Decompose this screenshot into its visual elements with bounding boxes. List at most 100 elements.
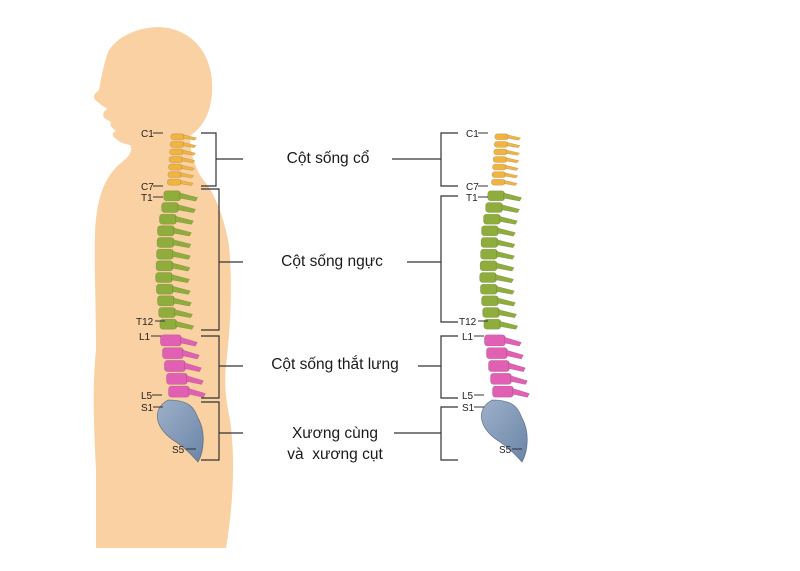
label-l5-right: L5 <box>462 391 474 402</box>
vertebra-thoracic-5-left <box>156 237 175 248</box>
process-thoracic-8-left <box>171 274 190 284</box>
vertebra-cervical-3-left <box>169 148 184 156</box>
vertebra-lumbar-1-left <box>160 334 182 347</box>
vertebra-lumbar-4-left <box>166 372 188 385</box>
vertebra-thoracic-8-right <box>479 272 497 283</box>
process-lumbar-2-left <box>182 349 200 360</box>
label-c1-left: C1 <box>141 129 154 140</box>
process-thoracic-3-left <box>175 215 194 225</box>
region-label-cervical-line1: Cột sống cổ <box>286 150 370 167</box>
label-s1-left: S1 <box>141 403 154 414</box>
region-label-sacral: Xương cùng và xương cụt <box>272 423 398 465</box>
sacrum-coccyx-left <box>156 399 204 463</box>
vertebra-lumbar-1-right <box>484 334 506 347</box>
process-thoracic-12-right <box>499 320 519 330</box>
vertebra-lumbar-5-right <box>492 385 514 398</box>
bracket-cervical-right <box>392 132 458 187</box>
process-lumbar-2-right <box>506 349 524 360</box>
process-thoracic-4-right <box>497 227 516 237</box>
process-lumbar-1-right <box>504 336 522 347</box>
vertebra-thoracic-1-right <box>487 190 506 202</box>
label-s5-right: S5 <box>499 445 512 456</box>
process-thoracic-10-left <box>173 297 192 307</box>
process-lumbar-4-left <box>186 375 204 385</box>
vertebra-thoracic-9-right <box>480 283 498 295</box>
vertebra-thoracic-10-left <box>157 295 175 307</box>
process-thoracic-5-left <box>172 239 192 249</box>
vertebra-cervical-7-right <box>490 178 506 186</box>
label-l5-left: L5 <box>141 391 153 402</box>
spine-right <box>479 133 530 463</box>
process-cervical-7-left <box>180 180 194 186</box>
vertebra-thoracic-7-left <box>155 260 174 272</box>
region-label-cervical: Cột sống cổ <box>275 148 381 169</box>
process-thoracic-6-right <box>496 250 515 260</box>
right-vertebra-labels: C1 C7 T1 T12 L1 L5 S1 S5 <box>459 129 522 456</box>
process-thoracic-9-right <box>496 285 515 295</box>
bracket-lumbar-left <box>201 335 243 399</box>
process-cervical-2-left <box>182 142 197 149</box>
vertebra-thoracic-9-left <box>156 283 174 295</box>
process-thoracic-1-right <box>503 192 523 202</box>
process-thoracic-6-left <box>172 250 191 260</box>
vertebra-thoracic-7-right <box>479 260 498 272</box>
bracket-cervical-left <box>201 132 243 187</box>
sacrum-coccyx-right <box>480 399 528 463</box>
vertebra-thoracic-8-left <box>155 272 173 283</box>
vertebra-thoracic-3-left <box>159 213 177 225</box>
process-thoracic-11-right <box>498 309 517 319</box>
vertebra-lumbar-3-right <box>488 360 510 372</box>
process-cervical-6-left <box>180 172 195 179</box>
vertebra-cervical-4-right <box>492 156 508 163</box>
process-cervical-5-left <box>181 164 195 171</box>
vertebra-cervical-5-right <box>492 163 507 171</box>
vertebra-lumbar-3-left <box>164 360 186 372</box>
vertebra-lumbar-4-right <box>490 372 512 385</box>
vertebra-lumbar-2-right <box>486 347 508 360</box>
region-label-lumbar-line1: Cột sống thắt lưng <box>271 356 399 373</box>
vertebra-lumbar-5-left <box>168 385 190 398</box>
vertebra-thoracic-11-left <box>158 307 176 318</box>
process-thoracic-9-left <box>172 285 191 295</box>
process-lumbar-3-left <box>184 362 202 373</box>
vertebra-lumbar-2-left <box>162 347 184 360</box>
vertebra-thoracic-5-right <box>480 237 499 248</box>
vertebra-thoracic-4-right <box>481 225 499 237</box>
label-s1-right: S1 <box>462 403 475 414</box>
vertebra-thoracic-11-right <box>482 307 500 318</box>
process-lumbar-4-right <box>510 375 528 385</box>
label-c7-right: C7 <box>466 182 479 193</box>
process-thoracic-11-left <box>174 309 193 319</box>
label-s5-left: S5 <box>172 445 185 456</box>
vertebra-cervical-6-left <box>167 171 183 178</box>
region-label-thoracic: Cột sống ngực <box>267 251 397 272</box>
process-cervical-6-right <box>504 172 519 179</box>
vertebra-thoracic-2-right <box>485 202 503 213</box>
vertebra-thoracic-1-left <box>163 190 182 202</box>
process-lumbar-3-right <box>508 362 526 373</box>
vertebra-cervical-7-left <box>166 178 182 186</box>
process-thoracic-12-left <box>175 320 195 330</box>
bracket-thoracic-left <box>201 188 243 331</box>
process-thoracic-8-right <box>495 274 514 284</box>
bracket-thoracic-right <box>407 195 458 323</box>
process-cervical-5-right <box>505 164 519 171</box>
vertebra-cervical-1-right <box>494 133 510 141</box>
bracket-sacral-right <box>394 406 458 461</box>
process-thoracic-1-left <box>179 192 199 202</box>
vertebra-cervical-2-left <box>169 141 185 148</box>
process-thoracic-2-right <box>501 204 520 214</box>
left-brackets <box>201 132 243 461</box>
region-label-thoracic-line1: Cột sống ngực <box>281 253 383 270</box>
process-thoracic-5-right <box>496 239 516 249</box>
vertebra-thoracic-4-left <box>157 225 175 237</box>
process-thoracic-7-right <box>495 262 515 272</box>
right-brackets <box>392 132 458 461</box>
process-cervical-4-left <box>181 157 196 164</box>
vertebra-cervical-5-left <box>168 163 183 171</box>
label-l1-left: L1 <box>139 332 151 343</box>
process-cervical-1-right <box>507 134 522 141</box>
process-lumbar-5-right <box>512 388 530 398</box>
process-cervical-4-right <box>505 157 520 164</box>
